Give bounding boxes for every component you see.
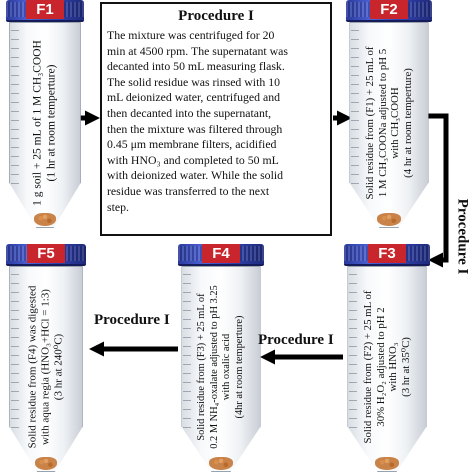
soil-sample bbox=[374, 457, 400, 470]
arrow-label-right: Procedure I bbox=[454, 198, 471, 275]
tube-text-line: with CH₃COOH bbox=[389, 87, 401, 159]
tube-text-line: (4 hr at room temperture) bbox=[401, 68, 414, 178]
tube-label-f4: F4 bbox=[202, 244, 240, 263]
tube-f4-description: Solid residue from (F3) + 25 mL of 0.2 M… bbox=[196, 285, 246, 449]
tube-body bbox=[349, 22, 429, 228]
tube-f1-description: 1 g soil + 25 mL of 1 M CH₃COOH (1 hr at… bbox=[32, 40, 59, 206]
tube-text-line: 30% H₂O₂ adjusted to pH 2 bbox=[374, 307, 387, 427]
tube-f3: F3 Solid residue from (F2) + 25 mL of 30… bbox=[344, 244, 430, 472]
tube-text-line: 0.2 M NH₄-oxalate adjusted to pH 3.25 bbox=[208, 285, 220, 449]
tube-body bbox=[9, 22, 81, 228]
procedure-line: then the mixture was filtered through bbox=[107, 121, 283, 136]
procedure-line: with deionized water. While the solid bbox=[107, 168, 284, 183]
tube-label-f3: F3 bbox=[368, 244, 406, 263]
procedure-line: then decanted into the supernatant, bbox=[107, 105, 272, 120]
procedure-line: step. bbox=[107, 199, 129, 214]
procedure-line: 0.45 μm membrane filters, acidified bbox=[107, 137, 277, 152]
tube-text-line: with aqua regia (HNO₃+HCl = 1:3) bbox=[39, 289, 52, 446]
tube-body bbox=[9, 266, 83, 472]
soil-sample bbox=[34, 457, 58, 470]
tube-label-f5: F5 bbox=[27, 244, 65, 263]
soil-sample bbox=[34, 213, 56, 226]
procedure-line: with HNO₃ and completed to 50 mL bbox=[107, 152, 279, 167]
procedure-line: min at 4500 rpm. The supernatant was bbox=[107, 43, 288, 58]
tube-text-line: (3 hr at 35⁰C) bbox=[399, 337, 412, 398]
tube-text-line: Solid residue from (F2) + 25 mL of bbox=[362, 290, 374, 444]
procedure-line: mL deionized water, centrifuged and bbox=[107, 90, 281, 105]
tube-text-line: Solid residue from (F3) + 25 mL of bbox=[196, 293, 207, 441]
tube-f3-description: Solid residue from (F2) + 25 mL of 30% H… bbox=[362, 291, 412, 444]
procedure-box: Procedure I The mixture was centrifuged … bbox=[100, 2, 332, 236]
tube-f5-description: Solid residue from (F4) was digested wit… bbox=[27, 286, 66, 449]
tube-label-f1: F1 bbox=[26, 0, 64, 19]
arrow-label-f3-f4: Procedure I bbox=[258, 332, 334, 348]
tube-text-line: Solid residue from (F4) was digested bbox=[26, 285, 39, 449]
tube-f1: F1 1 g soil + 25 mL of 1 M CH₃COOH (1 hr… bbox=[6, 0, 84, 228]
tube-f5: F5 Solid residue from (F4) was digested … bbox=[6, 244, 86, 472]
procedure-line: The mixture was centrifuged for 20 bbox=[107, 28, 275, 42]
tube-f2: F2 Solid residue from (F1) + 25 mL of 1 … bbox=[346, 0, 432, 228]
arrow-label-f4-f5: Procedure I bbox=[94, 312, 170, 328]
tube-text-line: 1 g soil + 25 mL of 1 M CH₃COOH bbox=[31, 40, 44, 206]
tube-text-line: Solid residue from (F1) + 25 mL of bbox=[364, 46, 376, 200]
tube-graduation bbox=[349, 274, 357, 432]
tube-text-line: (1 hr at room temperture) bbox=[45, 64, 57, 182]
tube-graduation bbox=[351, 30, 359, 188]
tube-f4: F4 Solid residue from (F3) + 25 mL of 0.… bbox=[178, 244, 264, 472]
procedure-box-title: Procedure I bbox=[178, 8, 254, 24]
tube-text-line: 1 M CH₃COONa adjusted to pH 5 bbox=[376, 48, 389, 198]
tube-text-line: with HNO₃ bbox=[387, 342, 399, 392]
tube-f2-description: Solid residue from (F1) + 25 mL of 1 M C… bbox=[364, 47, 414, 200]
tube-text-line: (3 hr at 240⁰C) bbox=[52, 333, 65, 401]
tube-body bbox=[347, 266, 427, 472]
tube-graduation bbox=[11, 30, 19, 188]
tube-text-line: with oxalic acid bbox=[221, 333, 232, 401]
tube-label-f2: F2 bbox=[370, 0, 408, 19]
tube-graduation bbox=[11, 274, 19, 432]
procedure-line: residue was transferred to the next bbox=[107, 183, 270, 198]
tube-text-line: (4hr at room temperture) bbox=[233, 315, 245, 419]
procedure-line: decanted into 50 mL measuring flask. bbox=[107, 59, 285, 74]
arrow-f2-to-f3 bbox=[428, 113, 449, 268]
procedure-line: The solid residue was rinsed with 10 bbox=[107, 74, 280, 89]
tube-body bbox=[181, 266, 261, 472]
tube-graduation bbox=[183, 274, 191, 432]
soil-sample bbox=[208, 457, 234, 470]
soil-sample bbox=[376, 213, 402, 226]
procedure-box-text: The mixture was centrifuged for 20 min a… bbox=[107, 28, 325, 215]
